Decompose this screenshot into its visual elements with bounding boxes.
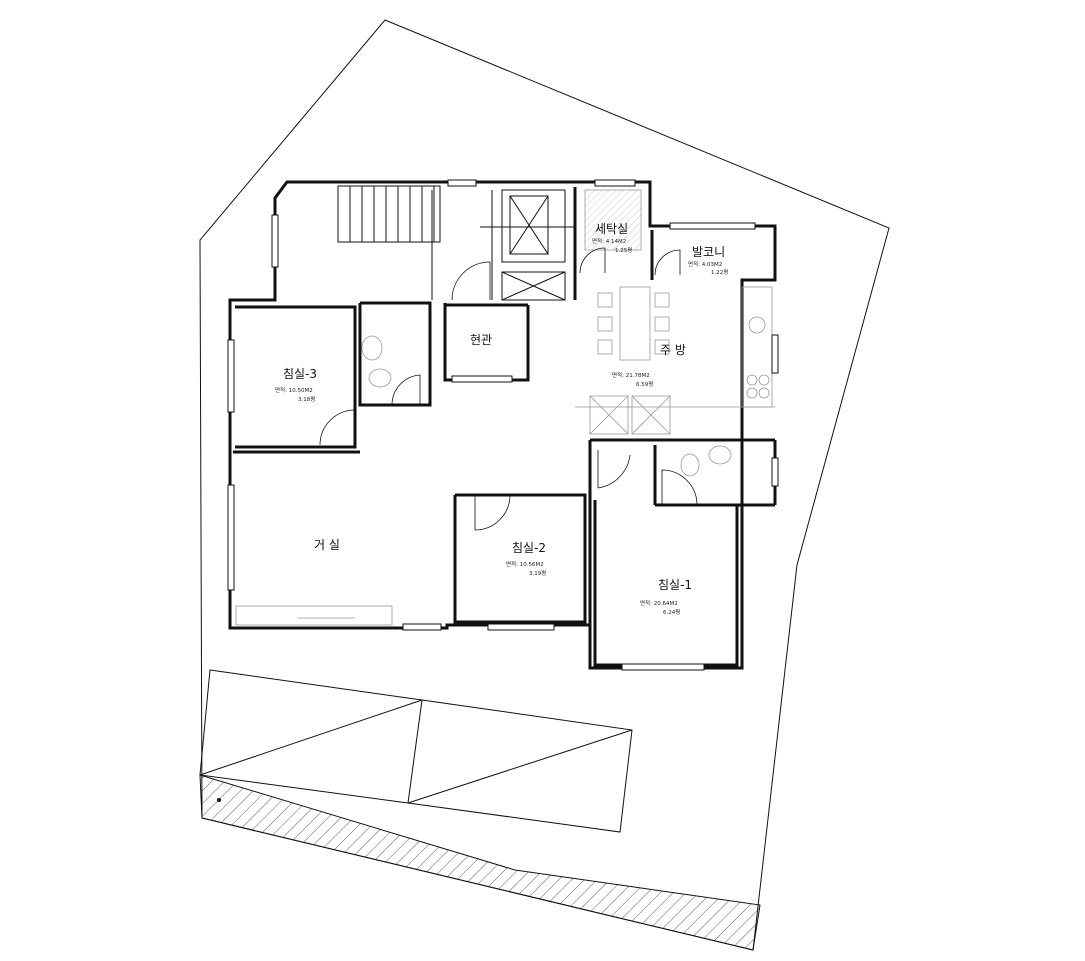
svg-text:면적: 4.14M2: 면적: 4.14M2 [592,237,626,245]
laundry-fixture [584,189,642,251]
windows [227,179,779,671]
room-laundry: 세탁실 면적: 4.14M2 1.25평 [592,222,632,254]
svg-text:3.19평: 3.19평 [529,570,546,577]
kitchen-fixtures [575,286,775,435]
svg-text:1.22평: 1.22평 [711,269,728,276]
hatched-strip [199,774,761,951]
svg-text:침실-2: 침실-2 [512,541,546,555]
room-bedroom2: 침실-2 면적: 10.56M2 3.19평 [506,541,546,577]
svg-text:주 방: 주 방 [660,343,686,357]
svg-text:6.59평: 6.59평 [636,381,653,388]
bathroom-fixtures [361,335,732,477]
svg-text:3.18평: 3.18평 [298,396,315,403]
svg-text:현관: 현관 [470,333,492,347]
svg-text:면적: 10.56M2: 면적: 10.56M2 [506,560,544,568]
svg-text:침실-1: 침실-1 [658,578,692,592]
svg-text:발코니: 발코니 [692,245,725,259]
svg-text:면적: 20.64M2: 면적: 20.64M2 [640,599,678,607]
room-entrance: 현관 [470,333,492,347]
doors [319,247,698,531]
room-bedroom3: 침실-3 면적: 10.50M2 3.18평 [275,367,317,403]
room-bedroom1: 침실-1 면적: 20.64M2 6.24평 [640,578,692,616]
svg-text:면적: 4.03M2: 면적: 4.03M2 [688,260,722,268]
svg-text:6.24평: 6.24평 [663,609,680,616]
living-cabinet [235,605,393,626]
staircase [337,185,441,243]
svg-text:1.25평: 1.25평 [615,247,632,254]
parking-area [199,669,761,951]
elevator-shaft [480,189,575,301]
svg-text:침실-3: 침실-3 [283,367,317,381]
svg-text:거 실: 거 실 [314,538,340,552]
room-living: 거 실 [314,538,340,552]
room-kitchen: 주 방 면적: 21.78M2 6.59평 [612,343,686,388]
svg-text:면적: 21.78M2: 면적: 21.78M2 [612,371,650,379]
svg-text:면적: 10.50M2: 면적: 10.50M2 [275,386,313,394]
interior-walls [233,187,777,668]
room-balcony: 발코니 면적: 4.03M2 1.22평 [688,245,728,276]
survey-marker [217,798,221,802]
svg-text:세탁실: 세탁실 [595,222,628,236]
